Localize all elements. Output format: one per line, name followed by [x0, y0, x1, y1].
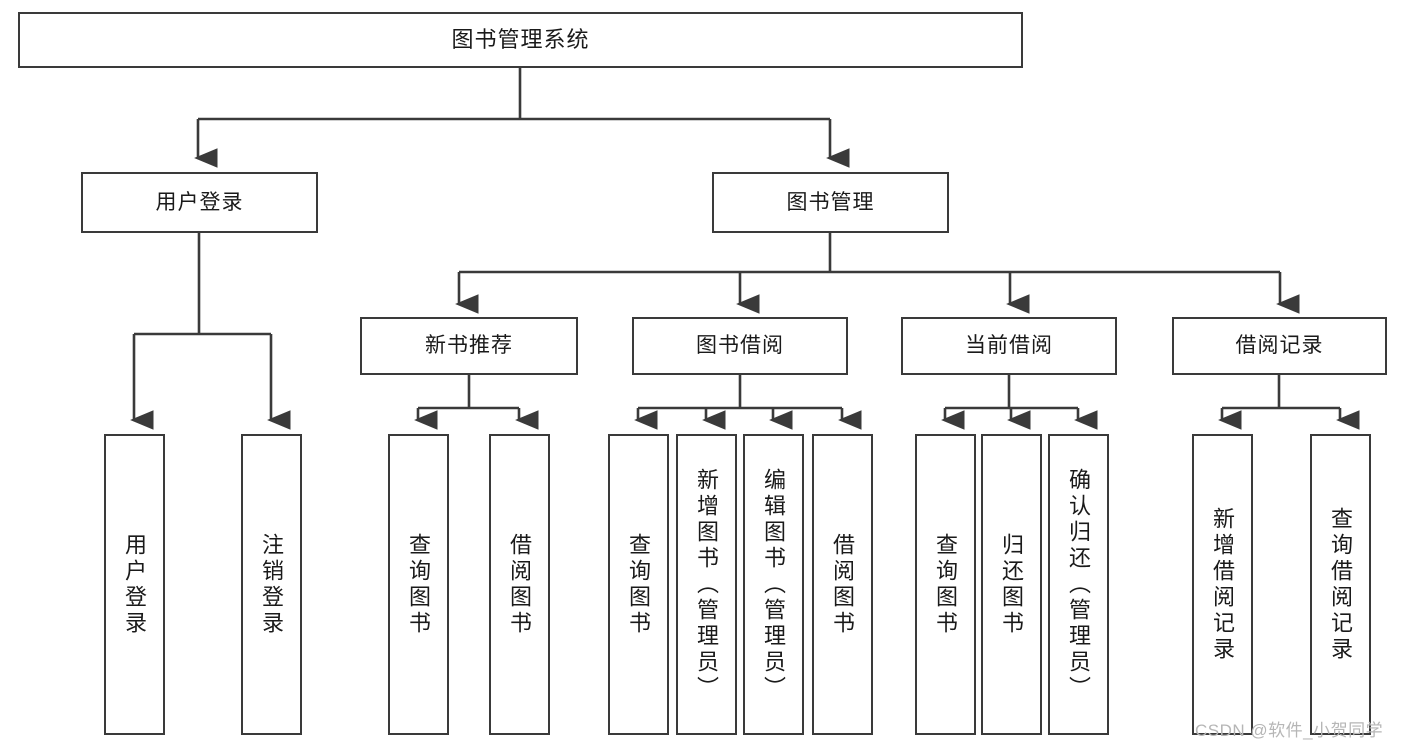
node-label: 查询图书 — [406, 532, 432, 637]
node-label: 当前借阅 — [965, 334, 1053, 358]
node-label: 图书管理系统 — [451, 26, 590, 52]
node-current-borrow[interactable]: 当前借阅 — [901, 317, 1117, 375]
node-leaf-query-book-1[interactable]: 查询图书 — [388, 434, 449, 735]
node-borrow-record[interactable]: 借阅记录 — [1172, 317, 1387, 375]
node-label: 注销登录 — [259, 532, 285, 637]
node-leaf-query-book-2[interactable]: 查询图书 — [608, 434, 669, 735]
node-label: 确认归还（管理员） — [1066, 467, 1092, 702]
node-label: 查询图书 — [626, 532, 652, 637]
node-book-management[interactable]: 图书管理 — [712, 172, 949, 233]
node-leaf-query-record[interactable]: 查询借阅记录 — [1310, 434, 1371, 735]
node-leaf-confirm-return[interactable]: 确认归还（管理员） — [1048, 434, 1109, 735]
node-leaf-add-book[interactable]: 新增图书（管理员） — [676, 434, 737, 735]
node-leaf-logout-login[interactable]: 注销登录 — [241, 434, 302, 735]
node-new-book-recommend[interactable]: 新书推荐 — [360, 317, 578, 375]
node-leaf-borrow-book-2[interactable]: 借阅图书 — [812, 434, 873, 735]
node-book-borrow[interactable]: 图书借阅 — [632, 317, 848, 375]
node-label: 新增图书（管理员） — [694, 467, 720, 702]
node-leaf-edit-book[interactable]: 编辑图书（管理员） — [743, 434, 804, 735]
node-label: 编辑图书（管理员） — [761, 467, 787, 702]
node-label: 新书推荐 — [425, 334, 513, 358]
node-label: 借阅图书 — [507, 532, 533, 637]
node-leaf-return-book[interactable]: 归还图书 — [981, 434, 1042, 735]
node-leaf-query-book-3[interactable]: 查询图书 — [915, 434, 976, 735]
node-leaf-user-login[interactable]: 用户登录 — [104, 434, 165, 735]
node-leaf-borrow-book-1[interactable]: 借阅图书 — [489, 434, 550, 735]
node-label: 借阅图书 — [830, 532, 856, 637]
csdn-watermark: CSDN @软件_小贺同学 — [1195, 721, 1384, 740]
node-label: 查询借阅记录 — [1328, 506, 1354, 663]
node-label: 用户登录 — [122, 532, 148, 637]
node-label: 图书借阅 — [696, 334, 784, 358]
node-label: 借阅记录 — [1235, 334, 1324, 358]
node-label: 新增借阅记录 — [1210, 506, 1236, 663]
node-label: 查询图书 — [933, 532, 959, 637]
node-label: 用户登录 — [155, 190, 244, 214]
node-user-login[interactable]: 用户登录 — [81, 172, 318, 233]
node-book-management-system[interactable]: 图书管理系统 — [18, 12, 1023, 68]
node-label: 归还图书 — [999, 532, 1025, 637]
node-label: 图书管理 — [786, 190, 875, 214]
node-leaf-add-record[interactable]: 新增借阅记录 — [1192, 434, 1253, 735]
